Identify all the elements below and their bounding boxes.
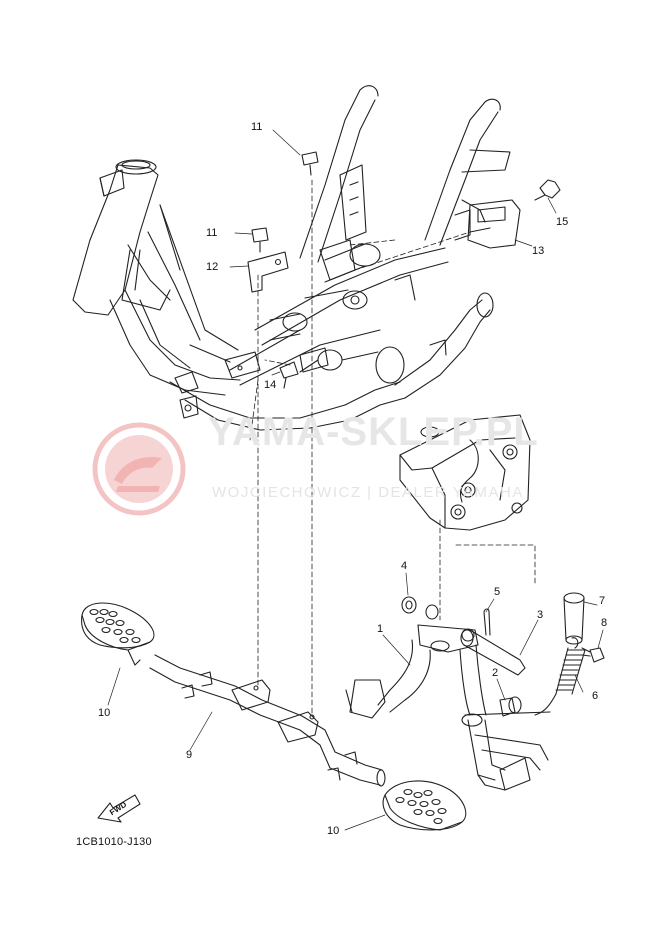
part-label-2: 2	[492, 667, 499, 679]
clip-15	[534, 179, 561, 201]
watermark-subtitle: WOJCIECHOWICZ | DEALER YAMAHA	[212, 484, 524, 501]
part-label-10: 10	[98, 707, 111, 719]
bracket-13	[467, 199, 521, 249]
bolt-14	[279, 361, 299, 389]
bolt-8	[581, 647, 605, 663]
cotter-pin	[483, 608, 491, 636]
part-label-9: 9	[186, 749, 193, 761]
footrest-left	[81, 602, 155, 666]
return-spring	[534, 637, 586, 716]
diagram-code: 1CB1010-J130	[76, 836, 152, 848]
part-label-11: 11	[206, 227, 218, 239]
footrest-right	[382, 780, 467, 831]
part-label-11: 11	[251, 121, 263, 133]
part-label-13: 13	[532, 245, 545, 257]
part-label-12: 12	[206, 261, 219, 273]
center-stand	[345, 604, 551, 791]
bolt-11-mid	[251, 227, 269, 253]
spacer-collar	[563, 592, 585, 645]
washer	[401, 596, 417, 614]
part-label-6: 6	[592, 690, 599, 702]
part-label-14: 14	[264, 379, 277, 391]
part-label-10: 10	[327, 825, 340, 837]
watermark-logo-icon	[92, 422, 186, 516]
part-label-7: 7	[599, 595, 606, 607]
fwd-arrow-icon	[97, 794, 141, 823]
part-label-4: 4	[401, 560, 408, 572]
footrest-bar	[149, 654, 386, 787]
part-label-3: 3	[537, 609, 544, 621]
part-label-1: 1	[377, 623, 384, 635]
part-label-5: 5	[494, 586, 501, 598]
bolt-11-top	[301, 151, 319, 176]
stand-bracket	[399, 414, 531, 531]
stopper	[499, 696, 522, 717]
pivot-shaft	[460, 629, 526, 676]
frame	[72, 85, 511, 431]
part-label-15: 15	[556, 216, 569, 228]
watermark-title: YAMA-SKLEP.PL	[208, 410, 539, 454]
bracket-12	[247, 251, 289, 293]
part-label-8: 8	[601, 617, 608, 629]
